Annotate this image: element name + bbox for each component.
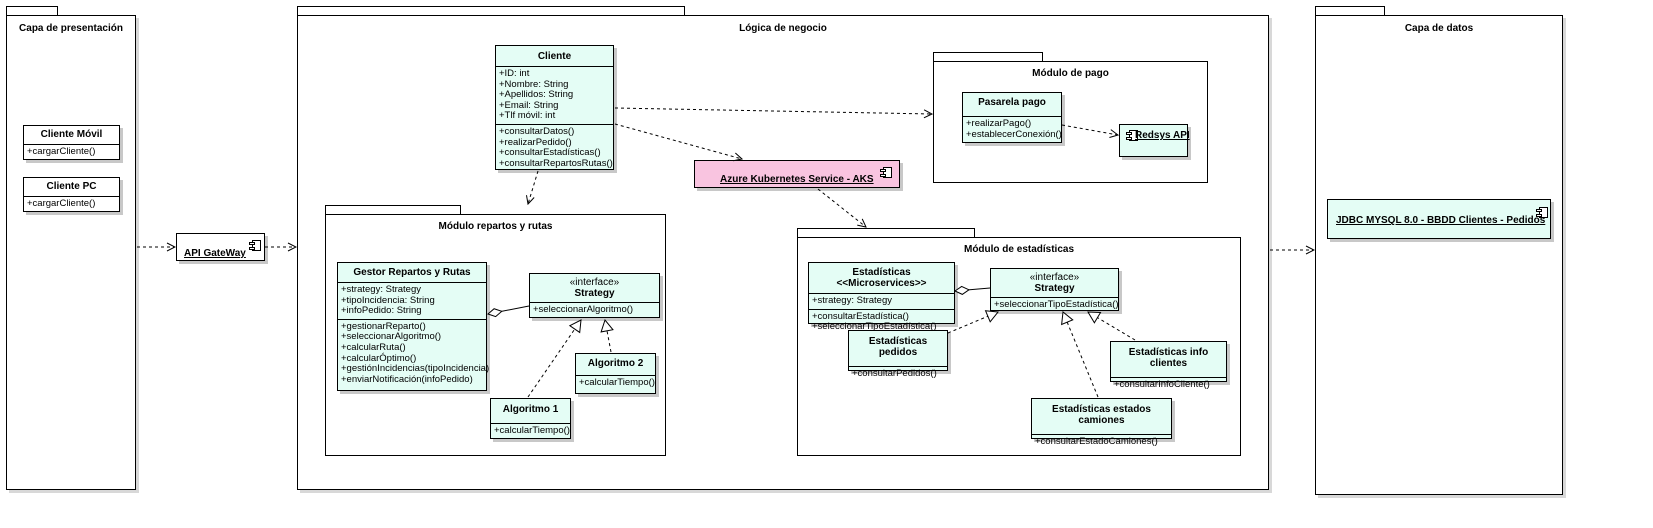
class-name: Estadísticas estados camiones [1052, 404, 1151, 426]
operation: +realizarPago() [966, 118, 1032, 129]
estadisticas-info-clientes-class[interactable]: Estadísticas info clientes +consultarInf… [1110, 341, 1227, 390]
operation: +calcularTiempo() [579, 377, 655, 388]
attribute: +Tlf móvil: int [499, 110, 556, 122]
operation: +consultarInfoCliente() [1114, 379, 1210, 390]
camiones-realization [1061, 311, 1099, 398]
class-name: Algoritmo 1 [502, 404, 559, 415]
class-name: Algoritmo 2 [587, 358, 644, 369]
aks-component[interactable]: Azure Kubernetes Service - AKS [694, 160, 900, 188]
gestor-repartos-rutas-class[interactable]: Gestor Repartos y Rutas +strategy: Strat… [337, 262, 490, 391]
algoritmo-2-class[interactable]: Algoritmo 2 +calcularTiempo() [575, 353, 656, 394]
component-icon [1536, 207, 1548, 218]
attribute: +infoPedido: String [341, 305, 422, 317]
operation: +calcularTiempo() [494, 425, 570, 436]
redsys-api-component[interactable]: Redsys API [1119, 124, 1190, 157]
attribute: +tipoIncidencia: String [341, 294, 435, 306]
estadisticas-microservices-class[interactable]: Estadísticas <<Microservices>> +strategy… [808, 262, 955, 332]
stats-package-title: Módulo de estadísticas [963, 244, 1075, 255]
pedidos-realization [947, 310, 999, 334]
operation: +cargarCliente() [27, 146, 96, 157]
cliente-to-aks-dependency [614, 123, 742, 159]
operation: +seleccionarAlgoritmo() [533, 304, 634, 315]
strategy-stats-interface[interactable]: «interface» Strategy +seleccionarTipoEst… [990, 268, 1119, 311]
algoritmo-1-class[interactable]: Algoritmo 1 +calcularTiempo() [490, 398, 571, 439]
stereotype: «interface» [569, 277, 620, 288]
attribute: +Nombre: String [499, 78, 569, 90]
cliente-class[interactable]: Cliente +ID: int +Nombre: String +Apelli… [495, 45, 614, 170]
algoritmo2-realization [600, 318, 614, 353]
attribute: +strategy: Strategy [341, 284, 421, 295]
attribute: +Email: String [499, 99, 559, 111]
strategy-routes-interface[interactable]: «interface» Strategy +seleccionarAlgorit… [529, 273, 660, 318]
class-name: Strategy [574, 288, 615, 299]
component-icon [880, 167, 892, 178]
operation: +consultarEstadísticas() [499, 147, 601, 159]
estadisticas-pedidos-class[interactable]: Estadísticas pedidos +consultarPedidos() [848, 330, 948, 379]
operation: +realizarPedido() [499, 136, 572, 148]
operation: +establecerConexión() [966, 128, 1062, 140]
class-name: Estadísticas <<Microservices>> [836, 267, 927, 289]
class-name: Estadísticas info clientes [1128, 347, 1209, 369]
class-name: Cliente Móvil [40, 129, 103, 140]
class-name: Strategy [1034, 283, 1075, 294]
cliente-movil-class[interactable]: Cliente Móvil +cargarCliente() [23, 125, 120, 160]
operation: +calcularÓptimo() [341, 352, 417, 364]
algoritmo1-realization [527, 319, 582, 398]
component-name: Redsys API [1135, 130, 1190, 141]
component-icon [249, 240, 261, 251]
presentation-package[interactable]: Capa de presentación [6, 15, 136, 490]
aks-to-stats-dependency [817, 188, 866, 227]
cliente-pc-class[interactable]: Cliente PC +cargarCliente() [23, 177, 120, 212]
pasarela-pago-class[interactable]: Pasarela pago +realizarPago() +establece… [962, 92, 1062, 143]
component-icon [1126, 130, 1138, 141]
attribute: +strategy: Strategy [812, 295, 892, 306]
payment-package-title: Módulo de pago [1032, 68, 1109, 79]
component-name: API GateWay [184, 248, 246, 259]
operation: +consultarRepartosRutas() [499, 157, 613, 169]
data-package[interactable]: Capa de datos [1315, 15, 1563, 495]
business-package-title: Lógica de negocio [739, 23, 827, 34]
stereotype: «interface» [1029, 272, 1080, 283]
api-gateway-component[interactable]: API GateWay [176, 233, 265, 261]
jdbc-mysql-component[interactable]: JDBC MYSQL 8.0 - BBDD Clientes - Pedidos [1327, 199, 1551, 239]
operation: +consultarDatos() [499, 125, 575, 137]
attribute: +ID: int [499, 68, 530, 79]
operation: +consultarEstadística() [812, 310, 909, 322]
class-name: Gestor Repartos y Rutas [353, 267, 471, 278]
operation: +cargarCliente() [27, 198, 96, 209]
data-package-title: Capa de datos [1404, 23, 1474, 34]
estadisticas-strategy-aggregation [953, 285, 991, 295]
routes-package-title: Módulo repartos y rutas [438, 221, 553, 232]
component-name: Azure Kubernetes Service - AKS [720, 174, 874, 185]
presentation-package-title: Capa de presentación [19, 23, 123, 34]
class-name: Pasarela pago [978, 97, 1046, 108]
class-name: Estadísticas pedidos [868, 336, 928, 358]
class-name: Cliente PC [46, 181, 97, 192]
operation: +seleccionarTipoEstadística() [812, 321, 937, 333]
operation: +calcularRuta() [341, 341, 406, 353]
cliente-to-routes-dependency [528, 170, 539, 204]
info-clientes-realization [1087, 311, 1136, 341]
operation: +consultarEstadoCamiones() [1035, 436, 1158, 447]
operation: +gestionarReparto() [341, 320, 426, 332]
operation: +seleccionarAlgoritmo() [341, 331, 442, 343]
class-name: Cliente [537, 51, 572, 62]
attribute: +Apellidos: String [499, 89, 574, 101]
operation: +enviarNotificación(infoPedido) [341, 373, 473, 385]
pasarela-to-redsys-dependency [1061, 124, 1118, 135]
component-name: JDBC MYSQL 8.0 - BBDD Clientes - Pedidos [1336, 215, 1546, 226]
operation: +gestiónIncidencias(tipoIncidencia) [341, 363, 490, 375]
operation: +seleccionarTipoEstadística() [994, 299, 1119, 310]
gestor-strategy-aggregation [487, 305, 530, 318]
cliente-to-pasarela-dependency [614, 107, 932, 114]
operation: +consultarPedidos() [852, 368, 937, 379]
estadisticas-estados-camiones-class[interactable]: Estadísticas estados camiones +consultar… [1031, 398, 1172, 447]
